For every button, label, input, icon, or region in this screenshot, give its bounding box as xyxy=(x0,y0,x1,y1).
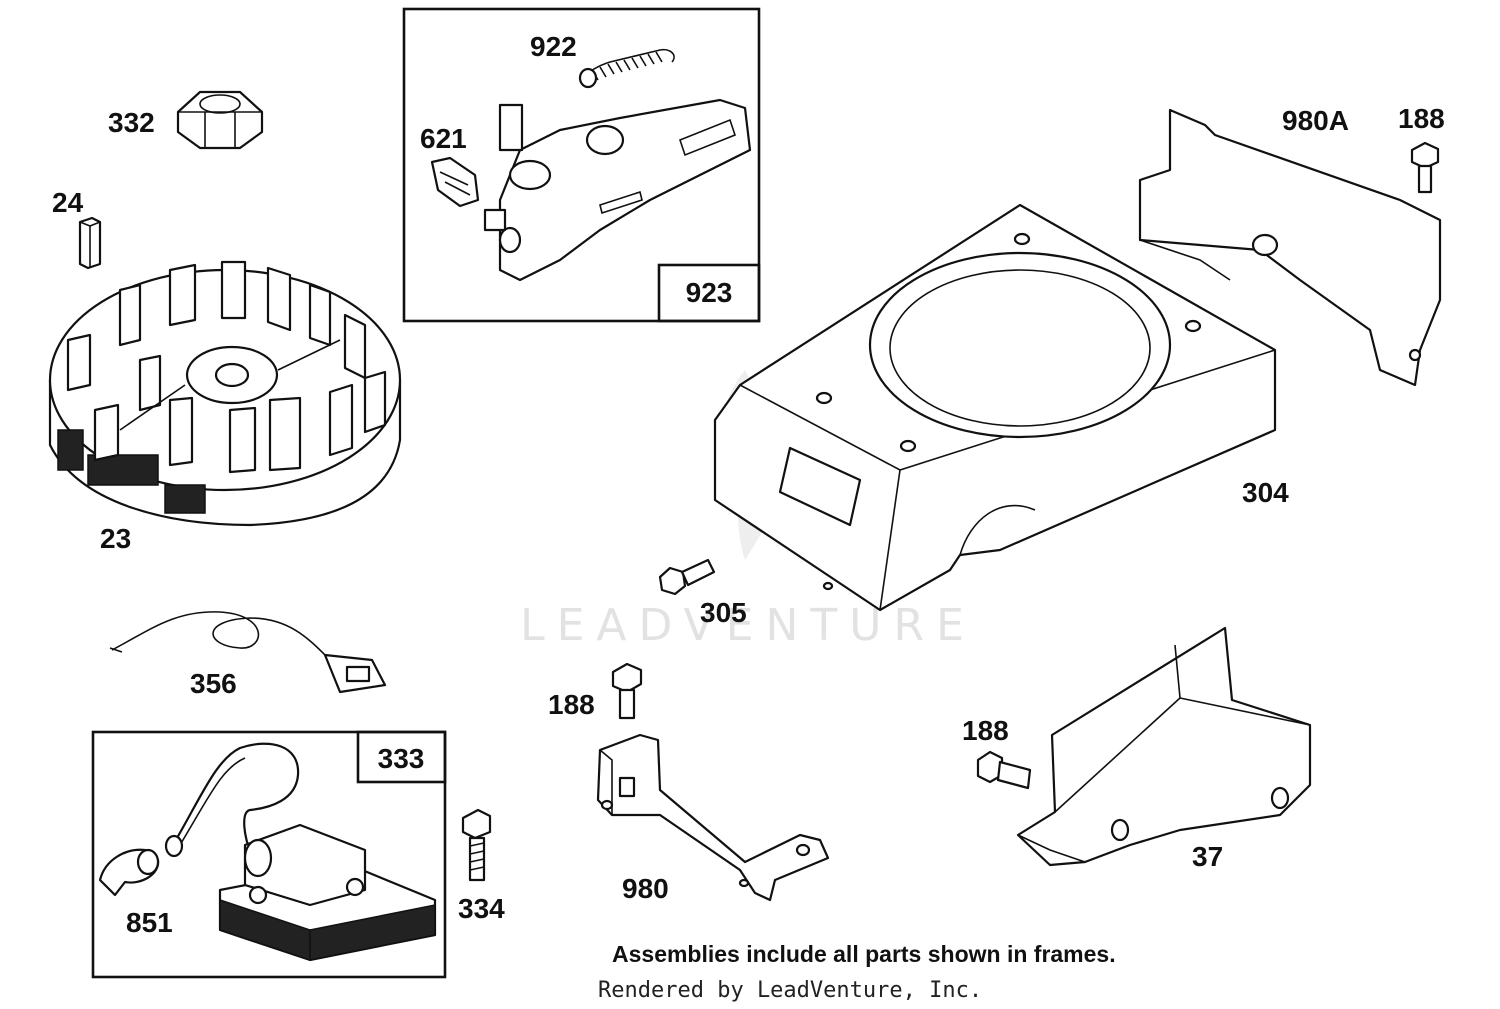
label-23: 23 xyxy=(100,523,131,554)
spark-plug-boot-851 xyxy=(98,848,160,897)
label-188-top: 188 xyxy=(1398,103,1445,134)
screw-334 xyxy=(461,808,492,882)
bolt-188-top xyxy=(1410,141,1440,194)
label-980: 980 xyxy=(622,873,669,904)
bolt-188-right xyxy=(976,750,1032,790)
label-188-right: 188 xyxy=(962,715,1009,746)
bolt-305 xyxy=(658,558,716,596)
label-333: 333 xyxy=(378,743,425,774)
assembly-note: Assemblies include all parts shown in fr… xyxy=(612,941,1116,967)
label-922: 922 xyxy=(530,31,577,62)
label-923: 923 xyxy=(686,277,733,308)
label-24: 24 xyxy=(52,187,84,218)
label-851: 851 xyxy=(126,907,173,938)
governor-spring-922 xyxy=(578,48,675,89)
air-guide-37 xyxy=(1016,626,1312,867)
label-332: 332 xyxy=(108,107,155,138)
label-304: 304 xyxy=(1242,477,1289,508)
label-621: 621 xyxy=(420,123,467,154)
bolt-188-mid xyxy=(611,662,643,720)
label-980A: 980A xyxy=(1282,105,1349,136)
frame-333-tag xyxy=(356,730,447,784)
blower-housing-304 xyxy=(713,203,1277,612)
ignition-armature-333 xyxy=(164,742,437,962)
ground-wire-356 xyxy=(109,611,387,694)
label-188-mid: 188 xyxy=(548,689,595,720)
label-334: 334 xyxy=(458,893,505,924)
watermark-text: LEADVENTURE xyxy=(520,600,976,651)
label-37: 37 xyxy=(1192,841,1223,872)
render-credit: Rendered by LeadVenture, Inc. xyxy=(598,978,982,1003)
flywheel-23 xyxy=(48,260,402,527)
air-guide-980A xyxy=(1138,108,1442,387)
hex-nut-332 xyxy=(176,90,264,150)
label-356: 356 xyxy=(190,668,237,699)
bracket-980 xyxy=(596,733,830,902)
frame-923-tag xyxy=(657,263,761,323)
governor-bracket xyxy=(483,98,752,282)
flywheel-key-24 xyxy=(78,216,102,270)
frame-333 xyxy=(91,730,447,979)
frame-923 xyxy=(402,7,761,323)
governor-link-621 xyxy=(430,156,480,208)
label-305: 305 xyxy=(700,597,747,628)
